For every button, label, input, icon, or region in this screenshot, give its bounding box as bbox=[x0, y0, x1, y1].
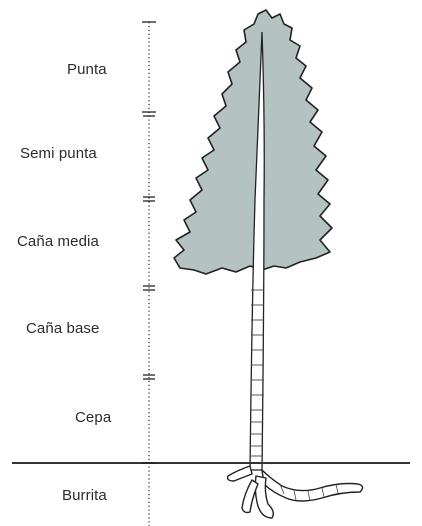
label-semi-punta: Semi punta bbox=[20, 145, 97, 162]
label-burrita: Burrita bbox=[62, 487, 107, 504]
measure-ticks bbox=[142, 21, 156, 464]
trunk-segments bbox=[250, 289, 264, 457]
rhizome bbox=[226, 465, 364, 519]
label-cepa: Cepa bbox=[75, 409, 112, 426]
tree-trunk bbox=[249, 31, 265, 471]
label-cana-media: Caña media bbox=[17, 233, 99, 250]
label-punta: Punta bbox=[67, 61, 107, 78]
label-cana-base: Caña base bbox=[26, 320, 100, 337]
rhizome-segments bbox=[279, 483, 339, 502]
tree-crown bbox=[173, 9, 333, 275]
